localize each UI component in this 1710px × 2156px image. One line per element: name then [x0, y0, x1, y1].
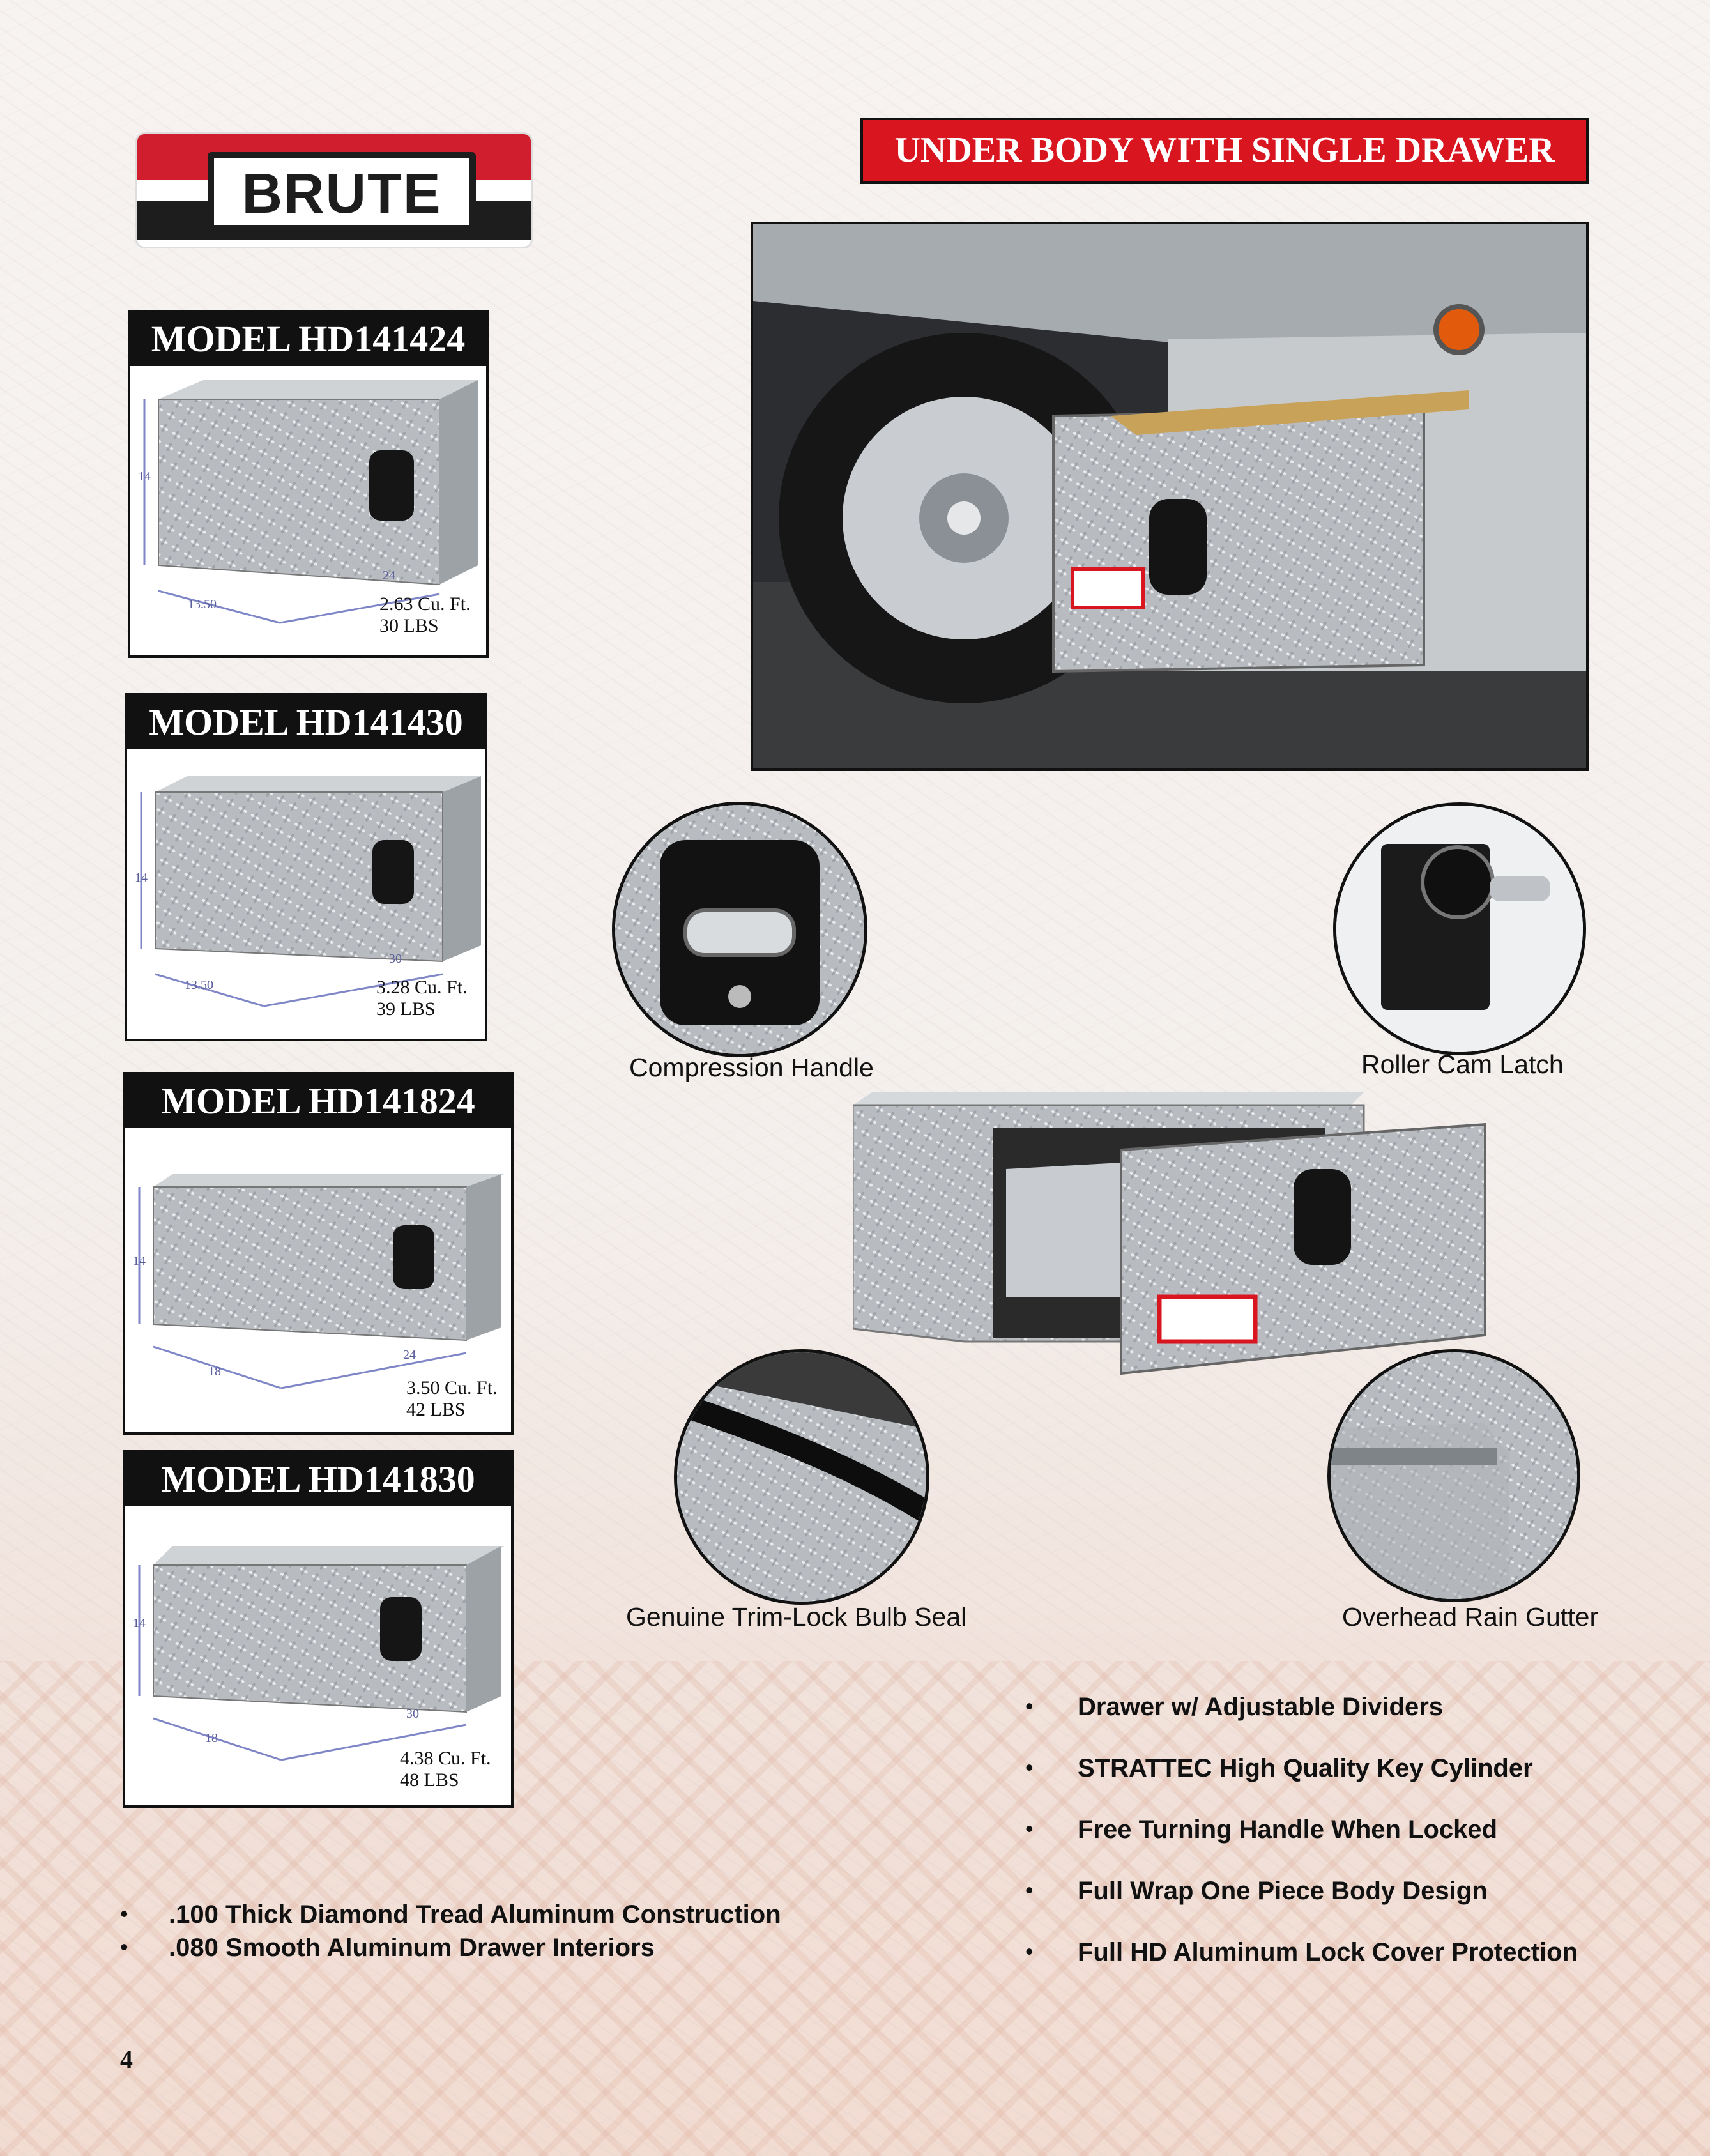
dim-depth: 13.50 [185, 978, 213, 992]
rain-gutter-photo [1327, 1349, 1580, 1602]
dim-width: 30 [389, 952, 402, 966]
spec-weight: 42 LBS [406, 1399, 466, 1420]
roller-cam-latch-photo [1333, 802, 1586, 1055]
toolbox-illustration [140, 776, 481, 1007]
model-title: MODEL HD141824 [125, 1074, 511, 1128]
model-title: MODEL HD141430 [127, 696, 485, 749]
dim-depth: 18 [208, 1365, 221, 1379]
truck-drawer-photo [751, 222, 1589, 771]
toolbox-illustration [143, 380, 478, 624]
model-card-hd141824: MODEL HD141824 14 18 24 3.50 Cu. Ft. 42 … [123, 1072, 514, 1435]
dim-width: 30 [406, 1707, 419, 1721]
list-item: Drawer w/ Adjustable Dividers [1078, 1693, 1444, 1721]
bullet-dot: • [120, 1900, 128, 1927]
logo-plate: BRUTE [208, 152, 476, 231]
logo-wordmark: BRUTE [241, 162, 442, 225]
compression-handle-image [615, 805, 864, 1054]
bulb-seal-photo [674, 1349, 929, 1605]
compression-handle-caption: Compression Handle [629, 1053, 874, 1082]
rain-gutter-caption: Overhead Rain Gutter [1342, 1602, 1599, 1632]
bullet-dot: • [1025, 1938, 1034, 1964]
model-card-hd141830: MODEL HD141830 14 18 30 4.38 Cu. Ft. 48 … [123, 1450, 514, 1808]
dim-width: 24 [383, 569, 395, 583]
toolbox-illustration [138, 1546, 505, 1761]
list-item: Full HD Aluminum Lock Cover Protection [1078, 1938, 1578, 1966]
list-item: .080 Smooth Aluminum Drawer Interiors [169, 1934, 655, 1962]
toolbox-illustration [138, 1174, 505, 1389]
bullet-dot: • [1025, 1877, 1034, 1903]
bullet-dot: • [120, 1934, 128, 1960]
list-item: .100 Thick Diamond Tread Aluminum Constr… [169, 1900, 781, 1929]
dim-height: 14 [133, 1616, 146, 1630]
bullet-dot: • [1025, 1693, 1034, 1719]
spec-volume: 3.28 Cu. Ft. [376, 977, 468, 998]
drawer-toolbox-image [851, 1092, 1486, 1375]
dim-depth: 18 [205, 1731, 218, 1745]
model-card-hd141430: MODEL HD141430 14 13.50 30 3.28 Cu. Ft. … [125, 693, 487, 1041]
list-item: Full Wrap One Piece Body Design [1078, 1877, 1488, 1905]
bulb-seal-image [677, 1352, 926, 1602]
spec-weight: 30 LBS [379, 615, 439, 636]
page-title-banner: UNDER BODY WITH SINGLE DRAWER [860, 118, 1589, 184]
dim-height: 14 [135, 871, 148, 885]
page-number: 4 [120, 2045, 133, 2074]
compression-handle-photo [612, 802, 867, 1057]
page-title: UNDER BODY WITH SINGLE DRAWER [894, 130, 1555, 170]
spec-volume: 2.63 Cu. Ft. [379, 593, 471, 615]
dim-depth: 13.50 [188, 597, 217, 611]
spec-volume: 3.50 Cu. Ft. [406, 1377, 498, 1398]
dim-height: 14 [133, 1254, 146, 1268]
roller-cam-latch-caption: Roller Cam Latch [1361, 1050, 1564, 1079]
model-title: MODEL HD141424 [130, 312, 486, 366]
list-item: Free Turning Handle When Locked [1078, 1816, 1498, 1844]
bullet-dot: • [1025, 1754, 1034, 1780]
drawer-toolbox-photo [851, 1086, 1492, 1380]
dim-width: 24 [403, 1348, 416, 1362]
dim-height: 14 [138, 470, 151, 484]
spec-volume: 4.38 Cu. Ft. [400, 1748, 491, 1769]
brand-logo: BRUTE [135, 132, 533, 248]
roller-cam-latch-image [1336, 806, 1583, 1052]
model-title: MODEL HD141830 [125, 1453, 511, 1506]
spec-weight: 39 LBS [376, 998, 436, 1020]
model-card-hd141424: MODEL HD141424 14 13.50 24 2.63 Cu. Ft. … [128, 310, 489, 658]
rain-gutter-image [1331, 1352, 1577, 1599]
bullet-dot: • [1025, 1816, 1034, 1842]
list-item: STRATTEC High Quality Key Cylinder [1078, 1754, 1533, 1782]
truck-scene [753, 224, 1586, 768]
bulb-seal-caption: Genuine Trim-Lock Bulb Seal [626, 1602, 967, 1632]
spec-weight: 48 LBS [400, 1770, 459, 1791]
